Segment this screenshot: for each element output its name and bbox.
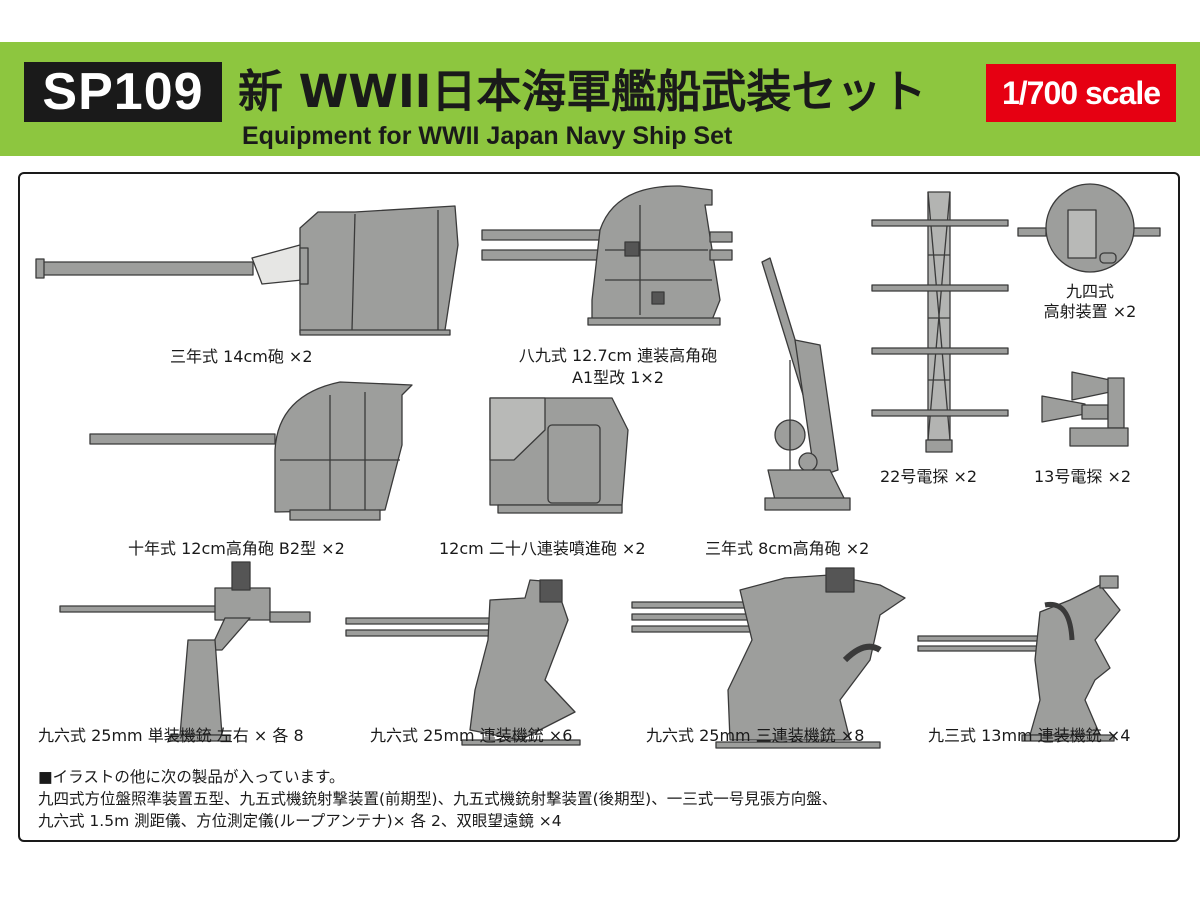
caption-mg-25mm-twin: 九六式 25mm 連装機銃 ×6 xyxy=(370,726,573,745)
radar-13-illustration xyxy=(1041,371,1129,447)
caption-rocket-launcher: 12cm 二十八連装噴進砲 ×2 xyxy=(439,539,646,558)
caption-gun-14cm: 三年式 14cm砲 ×2 xyxy=(170,347,313,366)
mg-13mm-twin-illustration xyxy=(917,575,1121,742)
caption-mg-13mm-twin: 九三式 13mm 連装機銃 ×4 xyxy=(928,726,1131,745)
product-code: SP109 xyxy=(42,63,204,121)
note-line-3: 九六式 1.5m 測距儀、方位測定儀(ループアンテナ)× 各 2、双眼望遠鏡 ×… xyxy=(38,812,562,830)
caption-gun-8cm: 三年式 8cm高角砲 ×2 xyxy=(705,539,870,558)
scale-badge xyxy=(986,64,1176,122)
mg-25mm-twin-illustration xyxy=(345,579,581,746)
caption-director-94-2: 高射装置 ×2 xyxy=(1043,302,1137,321)
radar-22-illustration xyxy=(871,191,1009,453)
note-heading: ■イラストの他に次の製品が入っています。 xyxy=(38,768,345,786)
gun-14cm-illustration xyxy=(35,205,459,336)
title-japanese: 新 WWII日本海軍艦船武装セット xyxy=(238,65,927,118)
mg-25mm-single-illustration xyxy=(59,561,311,742)
title-english: Equipment for WWII Japan Navy Ship Set xyxy=(242,122,733,150)
caption-radar-13: 13号電探 ×2 xyxy=(1034,467,1132,486)
caption-gun-127mm-1: 八九式 12.7cm 連装高角砲 xyxy=(518,346,718,365)
gun-127mm-illustration xyxy=(481,185,733,326)
caption-gun-127mm-2: A1型改 1×2 xyxy=(572,368,664,387)
caption-director-94-1: 九四式 xyxy=(1065,282,1114,301)
scale-label: 1/700 scale xyxy=(1001,75,1161,111)
caption-mg-25mm-triple: 九六式 25mm 三連装機銃 ×8 xyxy=(646,726,865,745)
product-code-box xyxy=(24,62,222,122)
content-frame xyxy=(18,172,1180,842)
caption-radar-22: 22号電探 ×2 xyxy=(880,467,978,486)
note-line-2: 九四式方位盤照準装置五型、九五式機銃射撃装置(前期型)、九五式機銃射撃装置(後期… xyxy=(38,790,838,808)
gun-12cm-illustration xyxy=(89,381,413,521)
rocket-launcher-illustration xyxy=(489,397,629,514)
caption-mg-25mm-single: 九六式 25mm 単装機銃 左右 × 各 8 xyxy=(38,726,304,745)
mg-25mm-triple-illustration xyxy=(631,567,906,749)
gun-8cm-illustration xyxy=(761,257,851,511)
caption-gun-12cm: 十年式 12cm高角砲 B2型 ×2 xyxy=(128,539,345,558)
director-94-illustration xyxy=(1017,183,1161,273)
